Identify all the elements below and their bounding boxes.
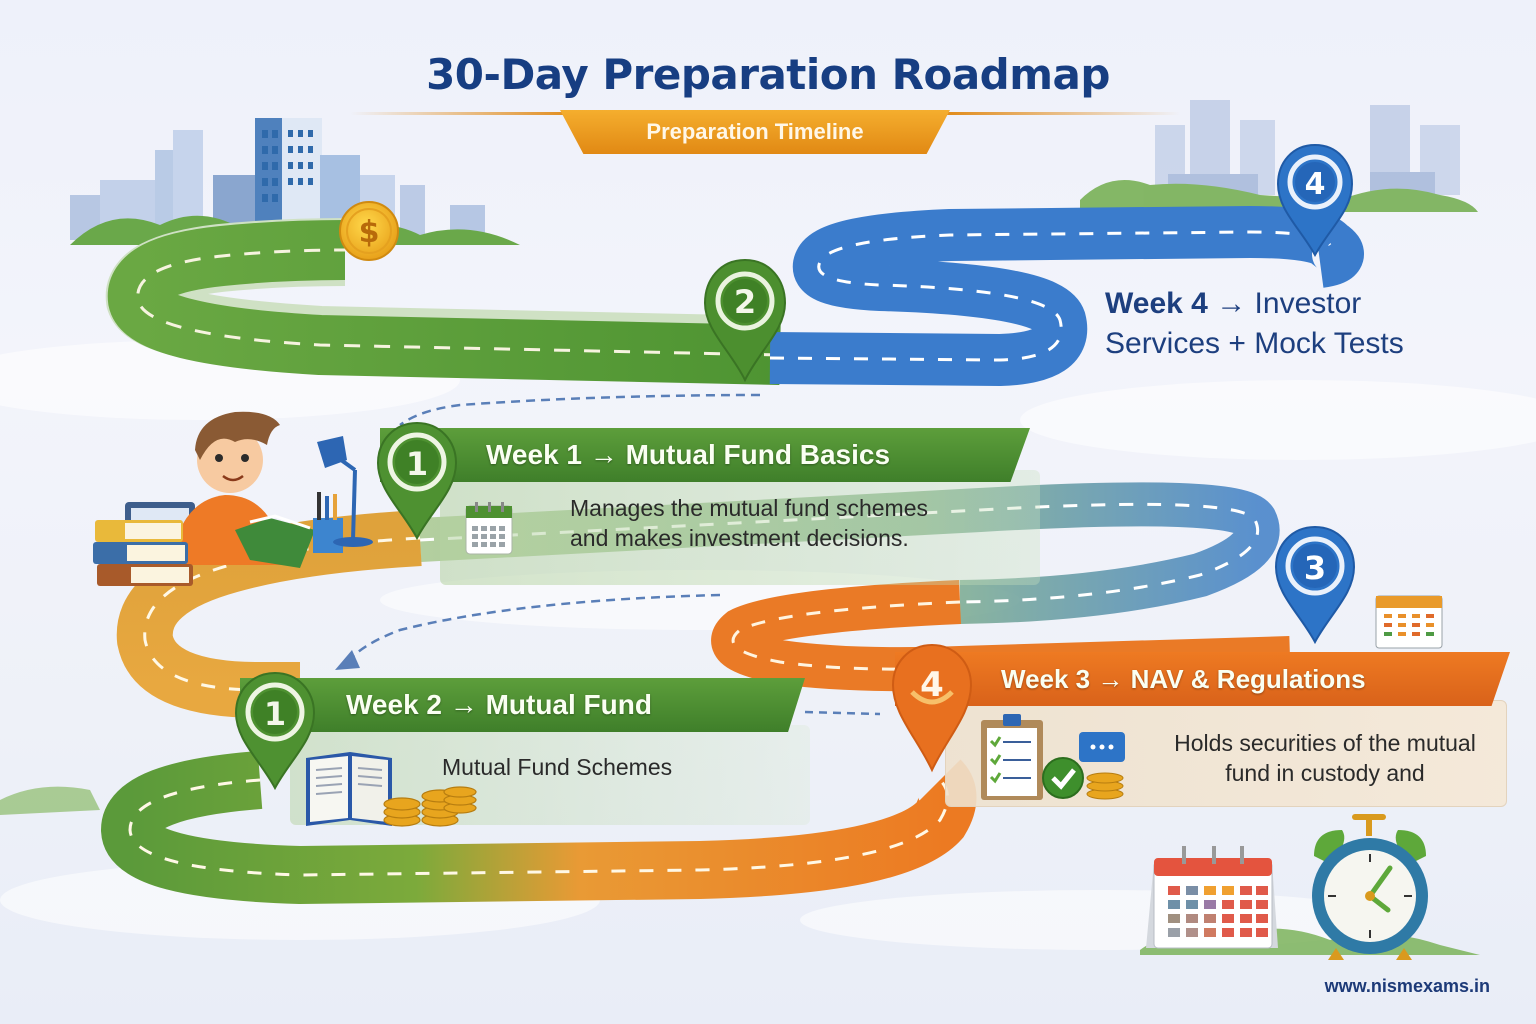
week-3-pin: 4: [891, 643, 973, 773]
week-4-topic-line2: Services + Mock Tests: [1105, 327, 1404, 360]
svg-text:1: 1: [264, 695, 286, 733]
week-2-description: Mutual Fund Schemes: [442, 754, 673, 780]
week-2-title: Week 2: [346, 689, 442, 720]
week-4-pin: 4: [1276, 143, 1354, 258]
road-pin-2: 2: [703, 258, 787, 383]
arrow-icon: →: [449, 689, 478, 720]
week-3-topic: NAV & Regulations: [1130, 664, 1366, 694]
week-4-topic: Investor: [1254, 287, 1362, 320]
week-3-description: Holds securities of the mutual fund in c…: [1174, 730, 1476, 786]
week-2-topic: Mutual Fund: [485, 689, 652, 720]
week-1-title: Week 1: [486, 439, 582, 470]
svg-text:2: 2: [734, 283, 756, 321]
week-3-title: Week 3: [1001, 664, 1091, 694]
arrow-icon: →: [1097, 664, 1124, 694]
alarm-clock-icon: [1312, 814, 1428, 960]
subtitle-banner: Preparation Timeline: [560, 110, 950, 154]
week-2-banner: Week 2 → Mutual Fund: [240, 678, 805, 732]
week-4-title: Week 4: [1105, 287, 1208, 320]
checklist-icon: [981, 714, 1125, 800]
week-1-banner: Week 1 → Mutual Fund Basics: [380, 428, 1030, 482]
student-reading: [93, 411, 373, 586]
dollar-coin-icon: $: [339, 201, 399, 261]
arrow-icon: →: [1216, 287, 1247, 320]
website-url[interactable]: www.nismexams.in: [1324, 976, 1490, 996]
desk-lamp-icon: [317, 436, 373, 547]
page-title: 30-Day Preparation Roadmap: [426, 50, 1110, 99]
svg-text:4: 4: [1305, 167, 1326, 202]
week-1-panel: [440, 470, 1040, 585]
svg-text:3: 3: [1304, 549, 1326, 587]
week-4-label: Week 4 → Investor Services + Mock Tests: [1105, 284, 1404, 364]
svg-text:1: 1: [406, 445, 428, 483]
calendar-small-icon: [1375, 595, 1443, 649]
title-rule-right: [940, 112, 1180, 115]
pencil-cup-icon: [313, 518, 343, 553]
svg-text:4: 4: [920, 665, 944, 705]
arrow-icon: →: [589, 439, 618, 470]
week-1-description: Manages the mutual fund schemes and make…: [570, 495, 928, 551]
week-3-banner: Week 3 → NAV & Regulations: [895, 652, 1510, 706]
road-pin-3: 3: [1274, 525, 1356, 645]
calendar-icon: [465, 502, 513, 555]
week-1-pin: 1: [376, 421, 458, 541]
calendar-icon-large: [1146, 846, 1278, 949]
week-2-pin: 1: [234, 671, 316, 791]
week-1-topic: Mutual Fund Basics: [625, 439, 891, 470]
city-skyline-right: [1080, 100, 1478, 212]
svg-text:$: $: [359, 215, 380, 250]
title-rule-left: [350, 112, 580, 115]
book-coins-icon: [306, 752, 477, 827]
